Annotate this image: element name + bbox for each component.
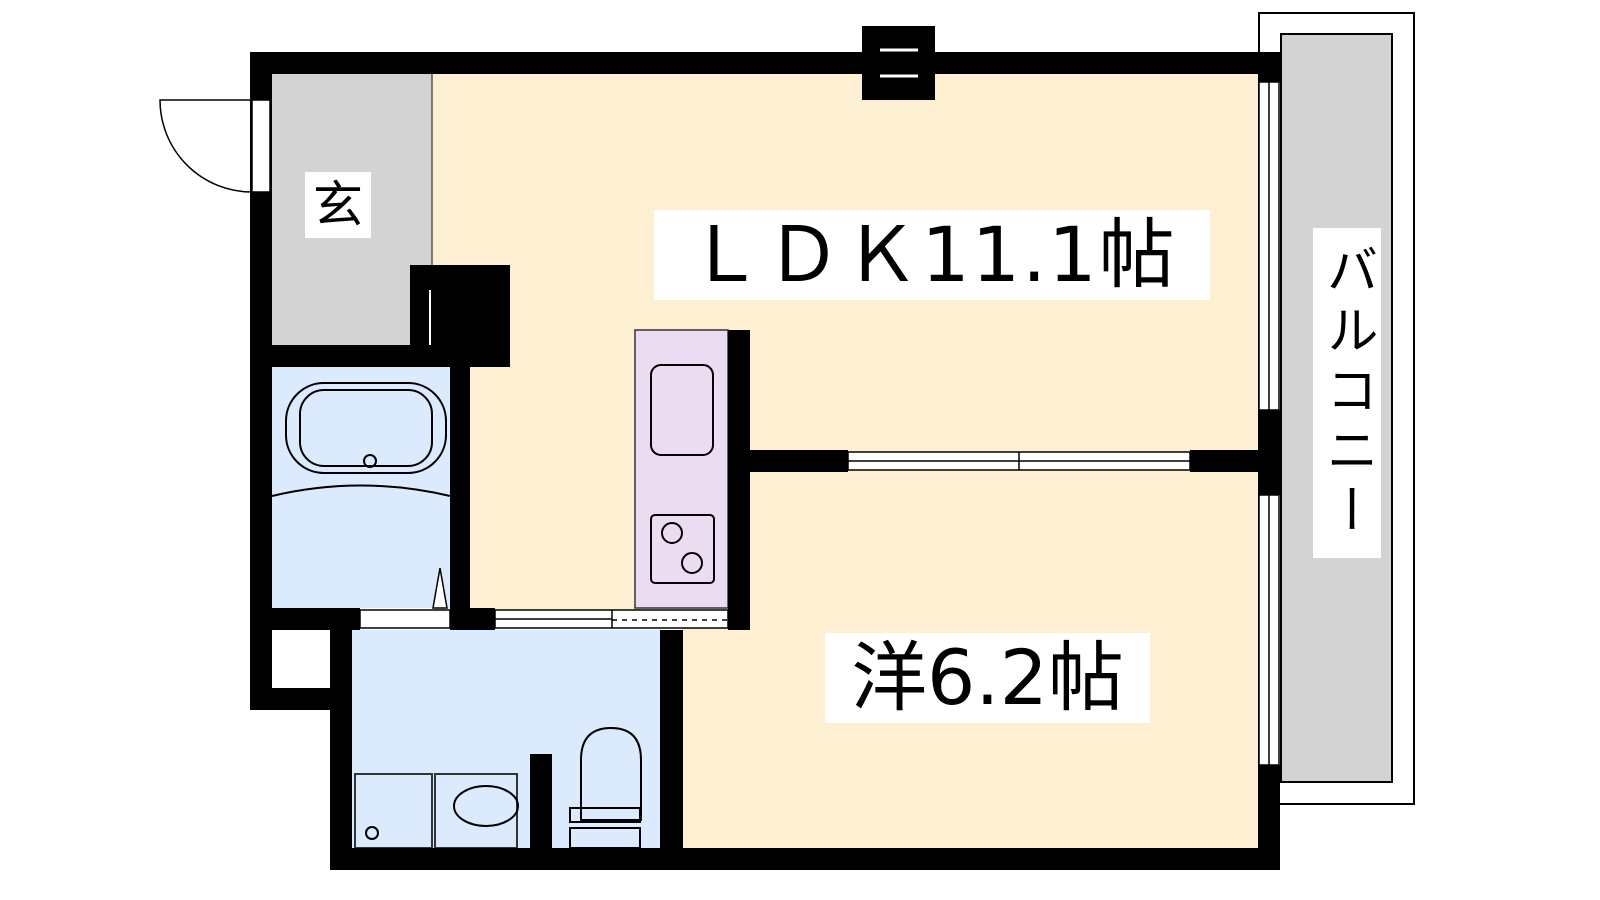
western-room-label: 洋6.2帖 — [825, 633, 1150, 723]
burner-icon — [681, 552, 703, 574]
washbasin-bowl — [453, 785, 519, 827]
toilet-seat — [569, 807, 641, 823]
bathtub — [285, 382, 447, 474]
sliding-doors — [359, 451, 1191, 629]
burner-icon — [661, 522, 683, 544]
entrance-door — [159, 99, 271, 193]
ldk-label: ＬＤＫ11.1帖 — [654, 210, 1210, 300]
bath-door-marker — [432, 567, 448, 609]
washroom-floor — [352, 630, 660, 848]
bathtub-edge — [271, 484, 451, 497]
windows — [1258, 81, 1280, 766]
toilet — [580, 726, 642, 821]
drain-icon — [365, 826, 379, 840]
sink — [650, 364, 714, 456]
stove — [650, 514, 715, 584]
entrance-label: 玄 — [305, 172, 371, 238]
walls — [250, 26, 1280, 870]
balcony-label: バルコニー — [1313, 228, 1381, 558]
toilet-partition-wall — [530, 754, 552, 848]
bathtub-drain-icon — [363, 454, 377, 468]
bathroom-floor — [272, 367, 450, 608]
pipe-shaft — [272, 630, 330, 688]
